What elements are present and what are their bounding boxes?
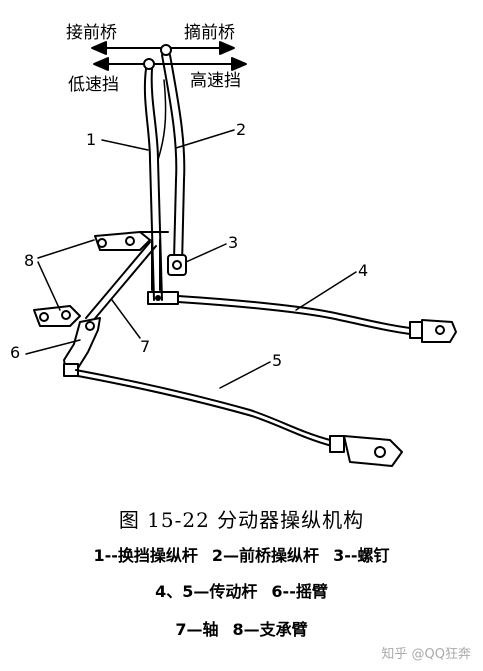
support-arm-lower — [33, 305, 81, 327]
legend-line-2: 4、5—传动杆 6--摇臂 — [0, 578, 483, 602]
callout-2: 2 — [236, 120, 246, 139]
legend-item-7: 7—轴 — [175, 620, 219, 639]
support-arm-upper — [94, 231, 169, 251]
callout-7: 7 — [140, 337, 150, 356]
callout-3: 3 — [228, 233, 238, 252]
callout-6: 6 — [10, 343, 20, 362]
callout-5: 5 — [272, 351, 282, 370]
lever-knob-2 — [160, 44, 172, 56]
rocker-arm — [63, 317, 101, 377]
lever-knob-1 — [143, 58, 155, 70]
rod-5-clevis — [329, 435, 403, 467]
transmission-rod-4 — [177, 295, 411, 335]
label-high-gear: 高速挡 — [190, 71, 241, 91]
diagonal-shaft — [85, 241, 157, 323]
legend-line-3: 7—轴 8—支承臂 — [0, 616, 483, 640]
legend-item-2: 2—前桥操纵杆 — [211, 546, 320, 565]
legend-item-8: 8—支承臂 — [232, 620, 308, 639]
label-front-axle-disengage: 摘前桥 — [184, 23, 235, 43]
label-low-gear: 低速挡 — [68, 75, 119, 95]
callout-1: 1 — [86, 130, 96, 149]
callout-4: 4 — [358, 261, 368, 280]
legend-line-1: 1--换挡操纵杆 2—前桥操纵杆 3--螺钉 — [0, 542, 483, 566]
bolt — [167, 254, 187, 276]
legend-item-6: 6--摇臂 — [271, 582, 328, 601]
shaft — [147, 239, 179, 305]
callout-8: 8 — [24, 251, 34, 270]
arrow-gear-speed — [93, 57, 247, 71]
figure-caption-title: 图 15-22 分动器操纵机构 — [118, 508, 365, 532]
label-front-axle-engage: 接前桥 — [66, 23, 117, 43]
legend-item-4-5: 4、5—传动杆 — [155, 582, 258, 601]
legend-item-1: 1--换挡操纵杆 — [93, 546, 198, 565]
transmission-rod-5 — [75, 369, 333, 447]
rod-4-clevis — [409, 319, 457, 343]
watermark: 知乎 @QQ狂奔 — [381, 647, 471, 662]
front-axle-lever — [161, 54, 186, 266]
legend-item-3: 3--螺钉 — [333, 546, 390, 565]
